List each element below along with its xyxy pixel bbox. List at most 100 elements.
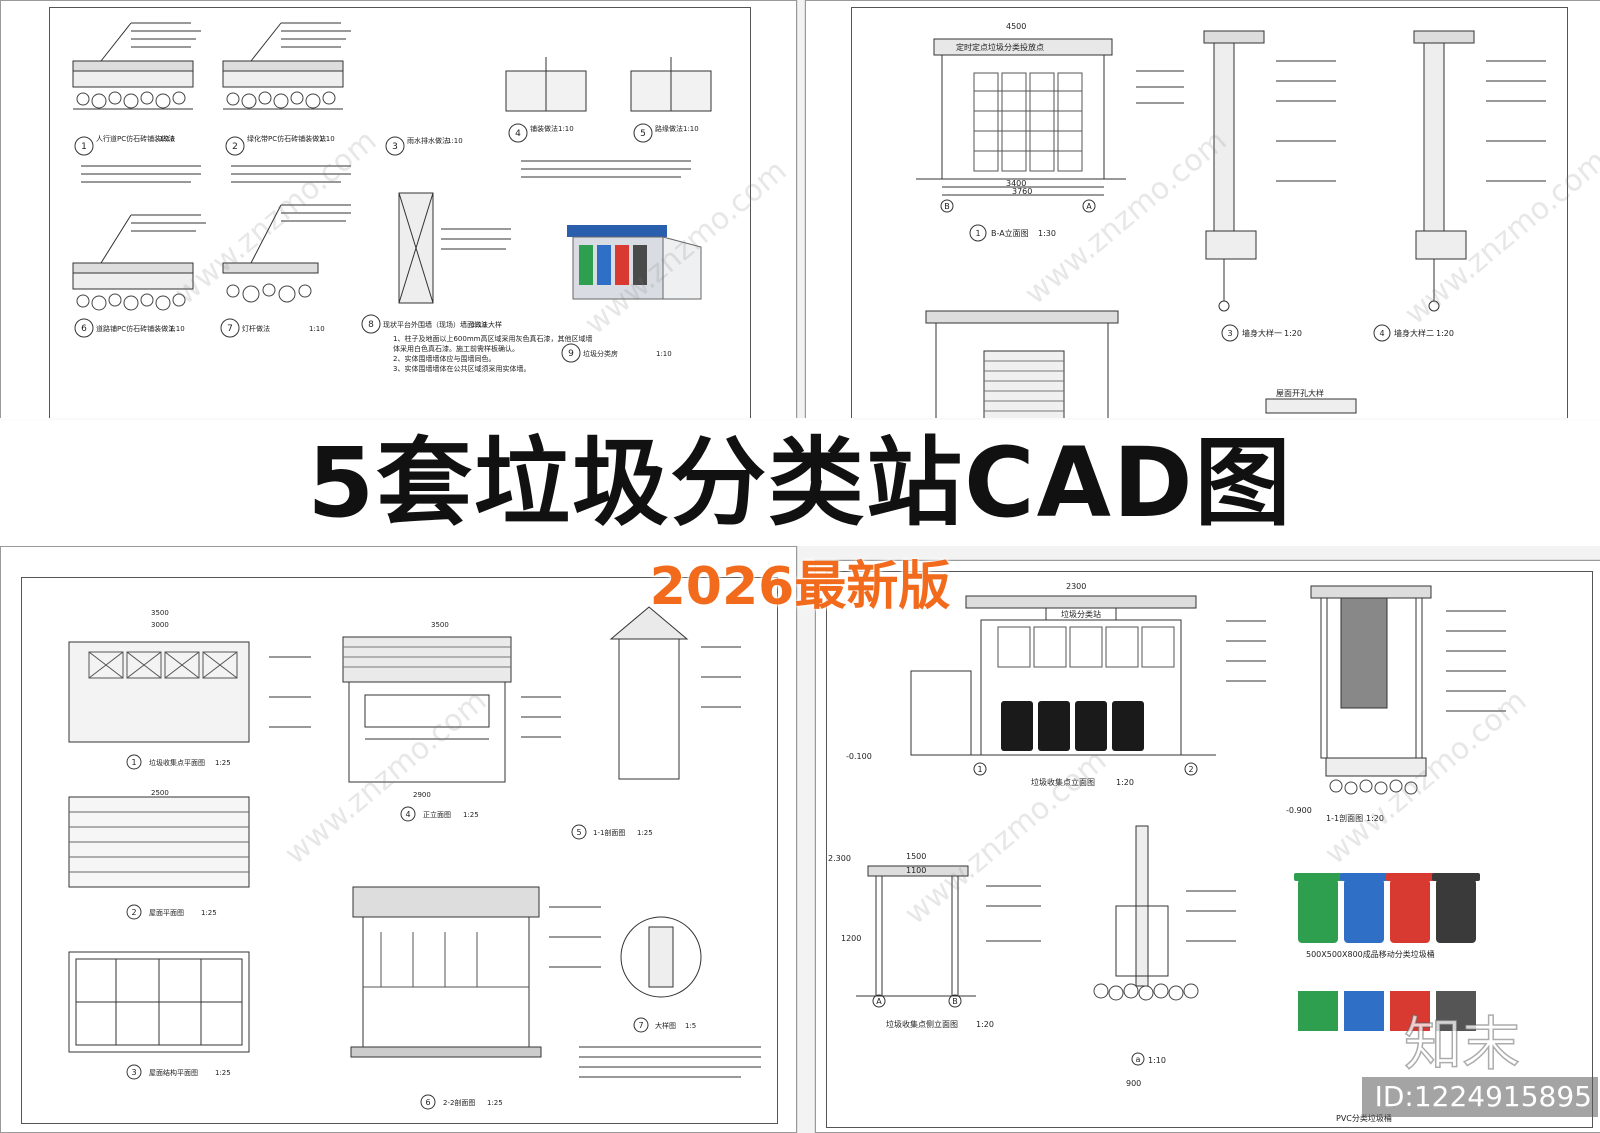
sheet-frame bbox=[21, 577, 778, 1124]
dim-plan-inner: 3000 bbox=[151, 621, 169, 629]
svg-text:3: 3 bbox=[1227, 329, 1232, 338]
sorting-station-drawing: 垃圾分类站 垃圾收集点立面图 1:20 垃圾收集点侧立面图 1:20 1-1剖面… bbox=[828, 582, 1506, 1123]
dim-plan-width: 3500 bbox=[151, 609, 169, 617]
side-elevation-label: 垃圾收集点侧立面图 bbox=[886, 1019, 958, 1029]
svg-text:4: 4 bbox=[515, 129, 521, 139]
svg-text:1: 1 bbox=[975, 229, 980, 238]
detail-4-scale: 1:10 bbox=[558, 125, 574, 133]
title-band bbox=[0, 418, 1600, 546]
pvc-bins-caption: PVC分类垃圾桶 bbox=[1336, 1113, 1392, 1123]
svg-text:3: 3 bbox=[392, 142, 398, 152]
section-2-label: 2-2剖面图 bbox=[443, 1098, 475, 1107]
plan-scale: 1:25 bbox=[215, 759, 231, 767]
plan-label: 垃圾收集点平面图 bbox=[149, 758, 205, 767]
axis-2: 2 bbox=[1188, 765, 1193, 774]
sheet-frame bbox=[826, 571, 1593, 1128]
detail-8-scale: 1:10 bbox=[471, 321, 487, 329]
bin-drawings bbox=[1001, 701, 1144, 751]
svg-text:B: B bbox=[944, 202, 950, 211]
detail-label: 大样图 bbox=[655, 1021, 676, 1030]
svg-text:6: 6 bbox=[81, 324, 87, 334]
detail-7-scale: 1:10 bbox=[309, 325, 325, 333]
elevation-scale: 1:30 bbox=[1038, 229, 1056, 238]
axis-b: B bbox=[952, 997, 958, 1006]
dim-3760: 3760 bbox=[1012, 187, 1032, 196]
drawing-sheet-collection-point: 垃圾收集点平面图 1:25 屋面平面图 1:25 屋面结构平面图 1:25 正立… bbox=[0, 546, 797, 1133]
front-elevation-scale: 1:25 bbox=[463, 811, 479, 819]
svg-text:6: 6 bbox=[425, 1098, 430, 1107]
roof-plan-scale: 1:25 bbox=[201, 909, 217, 917]
dim-side-width: 1500 bbox=[906, 852, 926, 861]
detail-8-label: 现状平台外围墙（现场）墙面做法大样 bbox=[383, 320, 502, 329]
front-elevation-label: 正立面图 bbox=[423, 810, 451, 819]
kiosk-render bbox=[567, 225, 702, 300]
svg-text:2: 2 bbox=[131, 908, 136, 917]
collection-point-drawing: 垃圾收集点平面图 1:25 屋面平面图 1:25 屋面结构平面图 1:25 正立… bbox=[68, 606, 761, 1110]
dim-3400: 3400 bbox=[1006, 179, 1026, 188]
wall-detail-1-scale: 1:20 bbox=[1284, 329, 1302, 338]
section-2-scale: 1:25 bbox=[487, 1099, 503, 1107]
dim-4500: 4500 bbox=[1006, 22, 1026, 31]
svg-text:4: 4 bbox=[405, 810, 410, 819]
bins-caption: 500X500X800成品移动分类垃圾桶 bbox=[1306, 949, 1435, 959]
level-ground: -0.100 bbox=[846, 752, 872, 761]
svg-text:1: 1 bbox=[81, 142, 87, 152]
drawing-sheet-kiosk-elevations: 定时定点垃圾分类投放点 B-A立面图 1:30 墙身大样一 1:20 墙身大样二… bbox=[805, 0, 1600, 420]
kiosk-elevations-drawing: 定时定点垃圾分类投放点 B-A立面图 1:30 墙身大样一 1:20 墙身大样二… bbox=[916, 22, 1546, 419]
detail-1-label: 人行道PC仿石砖铺装做法 bbox=[96, 134, 175, 143]
detail-6-label: 道路铺PC仿石砖铺装做法 bbox=[96, 324, 175, 333]
wall-detail-2-label: 墙身大样二 bbox=[1394, 328, 1434, 338]
level-foundation: -0.900 bbox=[1286, 806, 1312, 815]
detail-9-label: 垃圾分类房 bbox=[583, 349, 618, 358]
colored-bins bbox=[1294, 873, 1480, 1031]
axis-detail-a: a bbox=[1136, 1055, 1141, 1064]
section-1-scale: 1:25 bbox=[637, 829, 653, 837]
svg-text:1: 1 bbox=[131, 758, 136, 767]
dim-elevation-width: 2900 bbox=[413, 791, 431, 799]
detail-1-scale: 1:10 bbox=[159, 135, 175, 143]
station-sign-text: 垃圾分类站 bbox=[1061, 609, 1101, 619]
front-elevation-label: 垃圾收集点立面图 bbox=[1031, 777, 1095, 787]
section-label: 1-1剖面图 bbox=[1326, 813, 1363, 823]
detail-scale: 1:5 bbox=[685, 1022, 696, 1030]
dim-roof-width: 2500 bbox=[151, 789, 169, 797]
page-subtitle: 2026最新版 bbox=[649, 557, 951, 617]
roof-structure-scale: 1:25 bbox=[215, 1069, 231, 1077]
svg-text:8: 8 bbox=[368, 320, 374, 330]
dim-side-height: 1200 bbox=[841, 934, 861, 943]
detail-2-label: 绿化带PC仿石砖铺装做法 bbox=[247, 134, 326, 143]
wall-detail-2-scale: 1:20 bbox=[1436, 329, 1454, 338]
drawing-sheet-paving-details: 人行道PC仿石砖铺装做法 1:10 绿化带PC仿石砖铺装做法 1:10 雨水排水… bbox=[0, 0, 797, 420]
brand-logo: 知末 bbox=[1403, 1009, 1521, 1076]
svg-text:2: 2 bbox=[232, 142, 238, 152]
detail-9-scale: 1:10 bbox=[656, 350, 672, 358]
svg-text:5: 5 bbox=[576, 828, 581, 837]
svg-text:5: 5 bbox=[640, 129, 646, 139]
section-1-label: 1-1剖面图 bbox=[593, 828, 625, 837]
svg-text:7: 7 bbox=[227, 324, 233, 334]
note-line-1: 1、柱子及地面以上600mm高区域采用灰色真石漆，其他区域墙 bbox=[393, 334, 592, 343]
detail-6-scale: 1:10 bbox=[169, 325, 185, 333]
roof-detail-label: 屋面开孔大样 bbox=[1276, 388, 1324, 398]
note-line-4: 3、实体围墙墙体在公共区域须采用实体墙。 bbox=[393, 364, 530, 373]
detail-4-label: 铺装做法 bbox=[530, 124, 558, 133]
side-elevation-scale: 1:20 bbox=[976, 1020, 994, 1029]
dim-width: 2300 bbox=[1066, 582, 1086, 591]
page-title: 5套垃圾分类站CAD图 bbox=[307, 427, 1293, 539]
note-line-2: 体采用白色真石漆。施工前需样板确认。 bbox=[393, 344, 519, 353]
svg-text:9: 9 bbox=[568, 349, 574, 359]
dim-side-inner: 1100 bbox=[906, 866, 926, 875]
kiosk-sign-text: 定时定点垃圾分类投放点 bbox=[956, 42, 1044, 52]
svg-text:A: A bbox=[1086, 202, 1092, 211]
dim-post-base: 900 bbox=[1126, 1079, 1141, 1088]
level-top: 2.300 bbox=[828, 854, 851, 863]
image-id-label: ID:1224915895 bbox=[1362, 1077, 1598, 1117]
detail-3-scale: 1:10 bbox=[447, 137, 463, 145]
axis-1: 1 bbox=[977, 765, 982, 774]
svg-text:7: 7 bbox=[638, 1021, 643, 1030]
paving-details-drawing: 人行道PC仿石砖铺装做法 1:10 绿化带PC仿石砖铺装做法 1:10 雨水排水… bbox=[72, 22, 712, 373]
dim-elevation-top: 3500 bbox=[431, 621, 449, 629]
detail-2-scale: 1:10 bbox=[319, 135, 335, 143]
section-scale: 1:20 bbox=[1366, 814, 1384, 823]
axis-a: A bbox=[876, 997, 882, 1006]
